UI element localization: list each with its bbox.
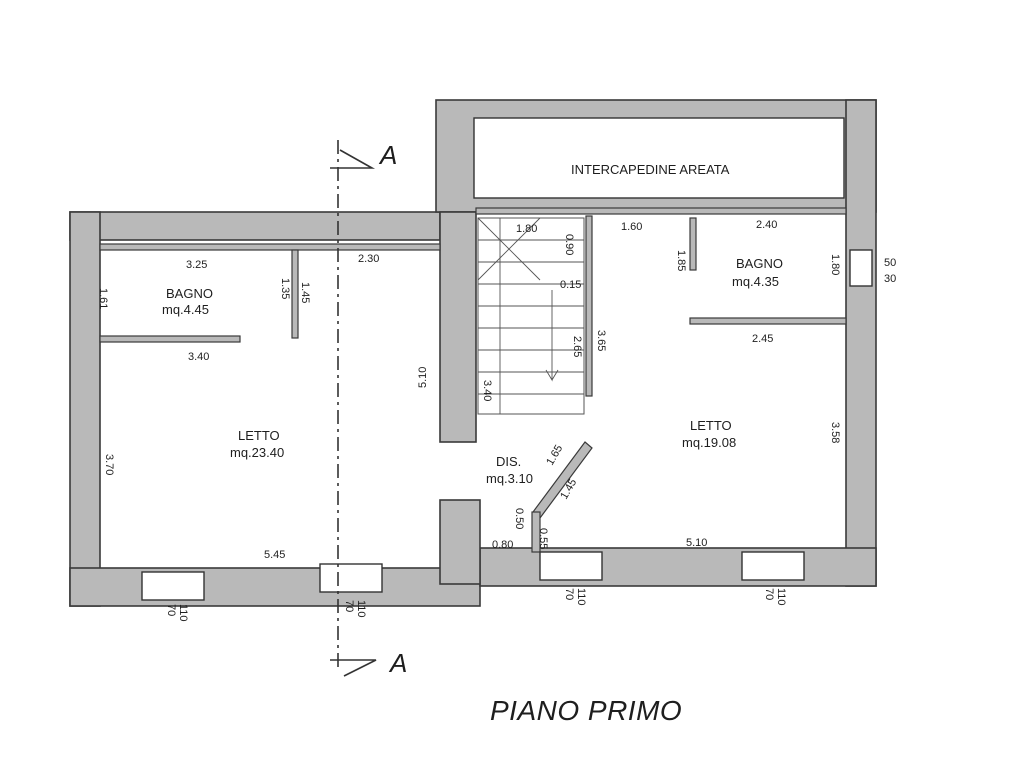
section-mark-top: A: [378, 140, 397, 170]
dim-label: 0.15: [560, 279, 581, 291]
window-dim: 70: [563, 588, 575, 600]
section-line: [330, 140, 377, 677]
room-bagno-left-area: mq.4.45: [162, 302, 209, 317]
staircase: [477, 217, 585, 415]
window-dim: 110: [177, 604, 189, 622]
dim-label: 3.58: [829, 422, 841, 443]
room-letto-right-area: mq.19.08: [682, 435, 736, 450]
dim-label: 1.61: [97, 288, 109, 309]
dim-label: 0.80: [492, 539, 513, 551]
dim-label: 3.25: [186, 259, 207, 271]
plan-title: PIANO PRIMO: [490, 695, 682, 726]
dim-label: 3.70: [103, 454, 115, 475]
dim-label: 3.40: [188, 351, 209, 363]
room-letto-right-name: LETTO: [690, 418, 732, 433]
window-dim: 70: [343, 600, 355, 612]
window-dim: 70: [763, 588, 775, 600]
dim-label: 1.85: [675, 250, 687, 271]
room-bagno-right-name: BAGNO: [736, 256, 783, 271]
room-bagno-left-name: BAGNO: [166, 286, 213, 301]
dim-label: 3.40: [481, 380, 493, 401]
dim-label: 0.55: [537, 528, 549, 549]
interior-partitions: [99, 207, 847, 553]
dim-label: 1.80: [516, 223, 537, 235]
dim-label: 2.45: [752, 333, 773, 345]
window-dim: 110: [575, 588, 587, 606]
window-dim: 110: [775, 588, 787, 606]
section-mark-bottom: A: [388, 648, 407, 678]
dim-label: 1.80: [829, 254, 841, 275]
room-bagno-right-area: mq.4.35: [732, 274, 779, 289]
dim-label: 30: [884, 273, 896, 285]
dim-label: 1.45: [299, 282, 311, 303]
intercapedine-box: [473, 117, 845, 199]
room-letto-left-name: LETTO: [238, 428, 280, 443]
dim-label: 5.10: [417, 367, 429, 388]
window-dim: 110: [355, 600, 367, 618]
dim-label: 1.65: [544, 443, 565, 468]
dim-label: 5.45: [264, 549, 285, 561]
room-dis-area: mq.3.10: [486, 471, 533, 486]
dim-label: 0.50: [513, 508, 525, 529]
dim-label: 0.90: [563, 234, 575, 255]
room-intercapedine: INTERCAPEDINE AREATA: [571, 162, 730, 177]
dim-label: 3.65: [595, 330, 607, 351]
dim-label: 1.35: [279, 278, 291, 299]
room-dis-name: DIS.: [496, 454, 521, 469]
dim-label: 2.30: [358, 253, 379, 265]
dim-label: 1.60: [621, 221, 642, 233]
window-dim: 70: [165, 604, 177, 616]
dim-label: 5.10: [686, 537, 707, 549]
dim-label: 2.40: [756, 219, 777, 231]
room-letto-left-area: mq.23.40: [230, 445, 284, 460]
windows: [141, 249, 873, 601]
dim-label: 50: [884, 257, 896, 269]
dim-label: 2.65: [571, 336, 583, 357]
